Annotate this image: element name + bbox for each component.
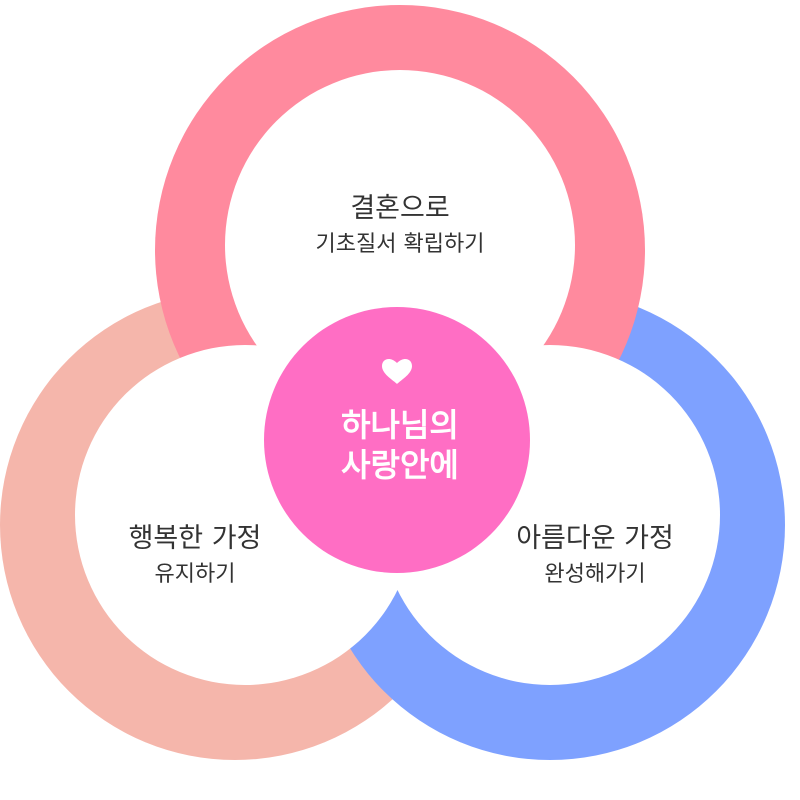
right-label-line1: 아름다운 가정 — [516, 523, 674, 554]
center-circle — [264, 307, 530, 573]
center-label: 하나님의 사랑안에 — [270, 405, 530, 485]
left-label-line2: 유지하기 — [154, 562, 236, 587]
center-label-line2: 사랑안에 — [341, 446, 459, 484]
left-label-line1: 행복한 가정 — [128, 523, 262, 554]
top-label-line2: 기초질서 확립하기 — [315, 232, 485, 257]
heart-icon — [382, 359, 412, 384]
right-label-line2: 완성해가기 — [544, 562, 646, 587]
right-ring-label: 아름다운 가정 완성해가기 — [470, 520, 720, 592]
top-ring-label: 결혼으로 기초질서 확립하기 — [250, 190, 550, 262]
top-label-line1: 결혼으로 — [350, 193, 450, 224]
top-inner — [225, 70, 575, 420]
left-ring-label: 행복한 가정 유지하기 — [70, 520, 320, 592]
center-label-line1: 하나님의 — [341, 406, 459, 444]
